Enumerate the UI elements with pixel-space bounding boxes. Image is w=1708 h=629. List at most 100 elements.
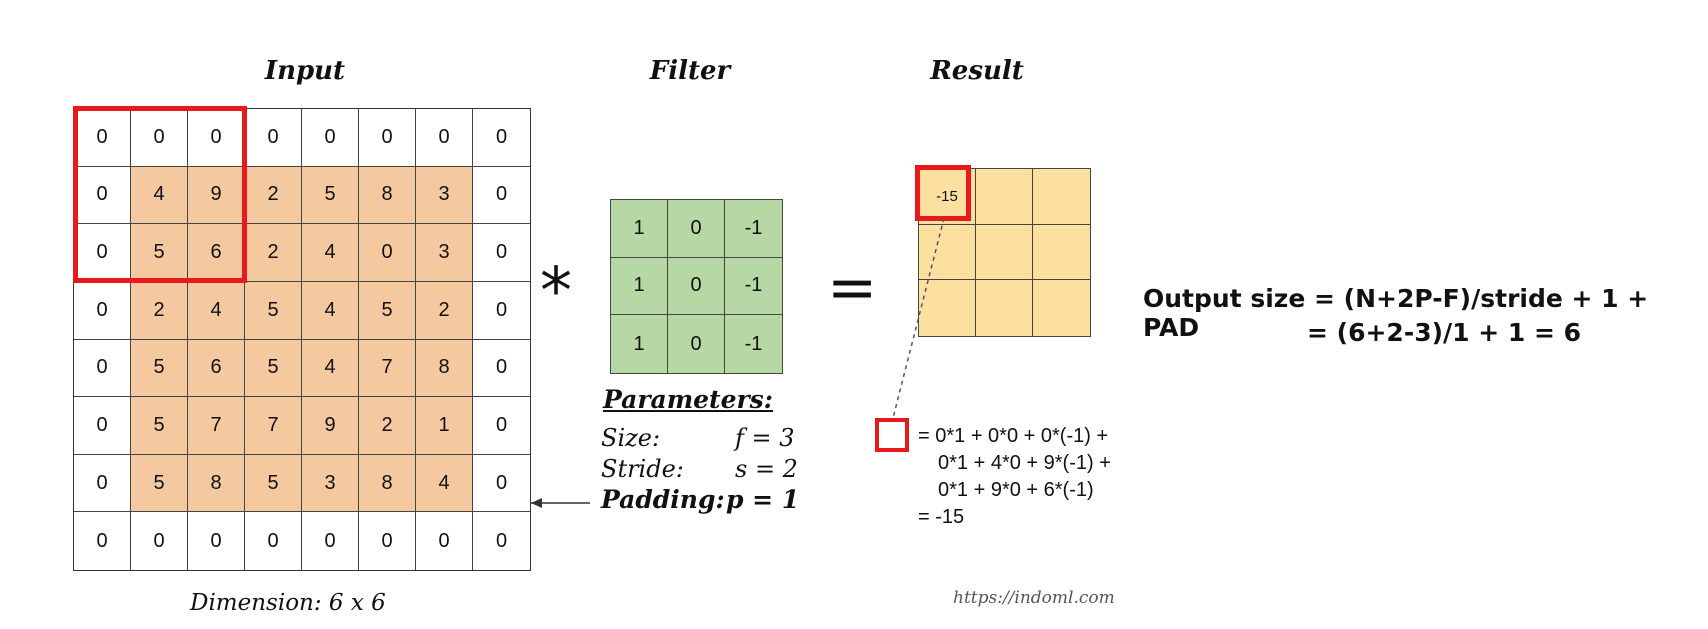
size-value: f = 3 — [735, 424, 795, 452]
input-cell: 0 — [74, 397, 131, 455]
filter-cell: 1 — [611, 200, 668, 258]
filter-cell: 0 — [668, 200, 725, 258]
filter-cell: 0 — [668, 315, 725, 373]
input-window-highlight — [73, 106, 247, 283]
result-cell — [1033, 280, 1090, 336]
padding-value: p = 1 — [726, 485, 800, 514]
stride-label: Stride: — [601, 455, 684, 483]
result-cell — [976, 280, 1033, 336]
size-label: Size: — [601, 424, 661, 452]
input-cell: 0 — [473, 397, 530, 455]
result-cell — [1033, 169, 1090, 225]
convolve-operator: * — [540, 255, 572, 329]
calc-marker-box — [875, 418, 909, 452]
input-cell: 6 — [188, 224, 245, 282]
calc-line-2: 0*1 + 4*0 + 9*(-1) + — [938, 452, 1111, 474]
equals-operator: = — [827, 253, 878, 323]
input-cell: 1 — [416, 397, 473, 455]
input-cell: 0 — [359, 512, 416, 570]
input-cell: 2 — [245, 224, 302, 282]
input-cell: 4 — [131, 166, 188, 225]
input-cell: 5 — [359, 281, 416, 340]
input-cell: 2 — [416, 281, 473, 340]
calc-line-4: = -15 — [918, 506, 965, 528]
formula-line-2: = (6+2-3)/1 + 1 = 6 — [1307, 318, 1582, 347]
input-cell: 3 — [416, 224, 473, 282]
input-cell: 0 — [74, 454, 131, 513]
input-cell: 0 — [245, 109, 302, 167]
calc-line-3: 0*1 + 9*0 + 6*(-1) — [938, 479, 1094, 501]
input-cell: 0 — [473, 339, 530, 398]
input-cell: 0 — [302, 512, 359, 570]
result-cell — [976, 224, 1033, 281]
input-cell: 2 — [131, 281, 188, 340]
padding-label: Padding: — [601, 485, 725, 514]
filter-cell: -1 — [725, 315, 782, 373]
input-cell: 0 — [302, 109, 359, 167]
input-cell: 8 — [188, 454, 245, 513]
input-cell: 3 — [416, 166, 473, 225]
input-heading: Input — [264, 56, 346, 86]
input-cell: 0 — [359, 224, 416, 282]
input-cell: 5 — [245, 339, 302, 398]
input-cell: 5 — [131, 454, 188, 513]
input-cell: 0 — [188, 512, 245, 570]
input-cell: 0 — [473, 281, 530, 340]
input-cell: 0 — [416, 512, 473, 570]
input-cell: 5 — [245, 454, 302, 513]
result-cell — [976, 169, 1033, 225]
result-cell-highlight — [915, 165, 971, 221]
input-cell: 7 — [188, 397, 245, 455]
parameters-title: Parameters: — [603, 385, 773, 414]
input-cell: 0 — [473, 454, 530, 513]
input-cell: 4 — [302, 339, 359, 398]
input-cell: 4 — [302, 224, 359, 282]
input-cell: 0 — [74, 339, 131, 398]
input-cell: 8 — [416, 339, 473, 398]
input-cell: 0 — [131, 512, 188, 570]
input-cell: 0 — [473, 224, 530, 282]
filter-cell: 1 — [611, 257, 668, 316]
input-cell: 0 — [74, 512, 131, 570]
input-cell: 0 — [416, 109, 473, 167]
input-cell: 5 — [131, 397, 188, 455]
result-cell — [919, 224, 976, 281]
input-cell: 6 — [188, 339, 245, 398]
filter-cell: 1 — [611, 315, 668, 373]
result-heading: Result — [930, 56, 1024, 86]
input-cell: 3 — [302, 454, 359, 513]
result-cell — [1033, 224, 1090, 281]
input-cell: 9 — [188, 166, 245, 225]
input-cell: 0 — [74, 281, 131, 340]
input-cell: 5 — [131, 339, 188, 398]
input-cell: 0 — [473, 166, 530, 225]
input-cell: 0 — [359, 109, 416, 167]
input-cell: 5 — [245, 281, 302, 340]
input-cell: 8 — [359, 166, 416, 225]
input-cell: 2 — [359, 397, 416, 455]
input-cell: 0 — [245, 512, 302, 570]
input-cell: 7 — [245, 397, 302, 455]
input-cell: 2 — [245, 166, 302, 225]
input-cell: 9 — [302, 397, 359, 455]
input-cell: 7 — [359, 339, 416, 398]
input-cell: 0 — [473, 109, 530, 167]
input-cell: 4 — [416, 454, 473, 513]
input-cell: 0 — [74, 166, 131, 225]
input-cell: 0 — [131, 109, 188, 167]
filter-cell: -1 — [725, 200, 782, 258]
input-cell: 5 — [131, 224, 188, 282]
input-cell: 0 — [74, 109, 131, 167]
input-cell: 8 — [359, 454, 416, 513]
stride-value: s = 2 — [735, 455, 798, 483]
input-cell: 4 — [188, 281, 245, 340]
filter-heading: Filter — [649, 56, 731, 86]
calc-line-1: = 0*1 + 0*0 + 0*(-1) + — [918, 425, 1109, 447]
input-cell: 0 — [473, 512, 530, 570]
input-cell: 5 — [302, 166, 359, 225]
result-cell — [919, 280, 976, 336]
filter-cell: -1 — [725, 257, 782, 316]
